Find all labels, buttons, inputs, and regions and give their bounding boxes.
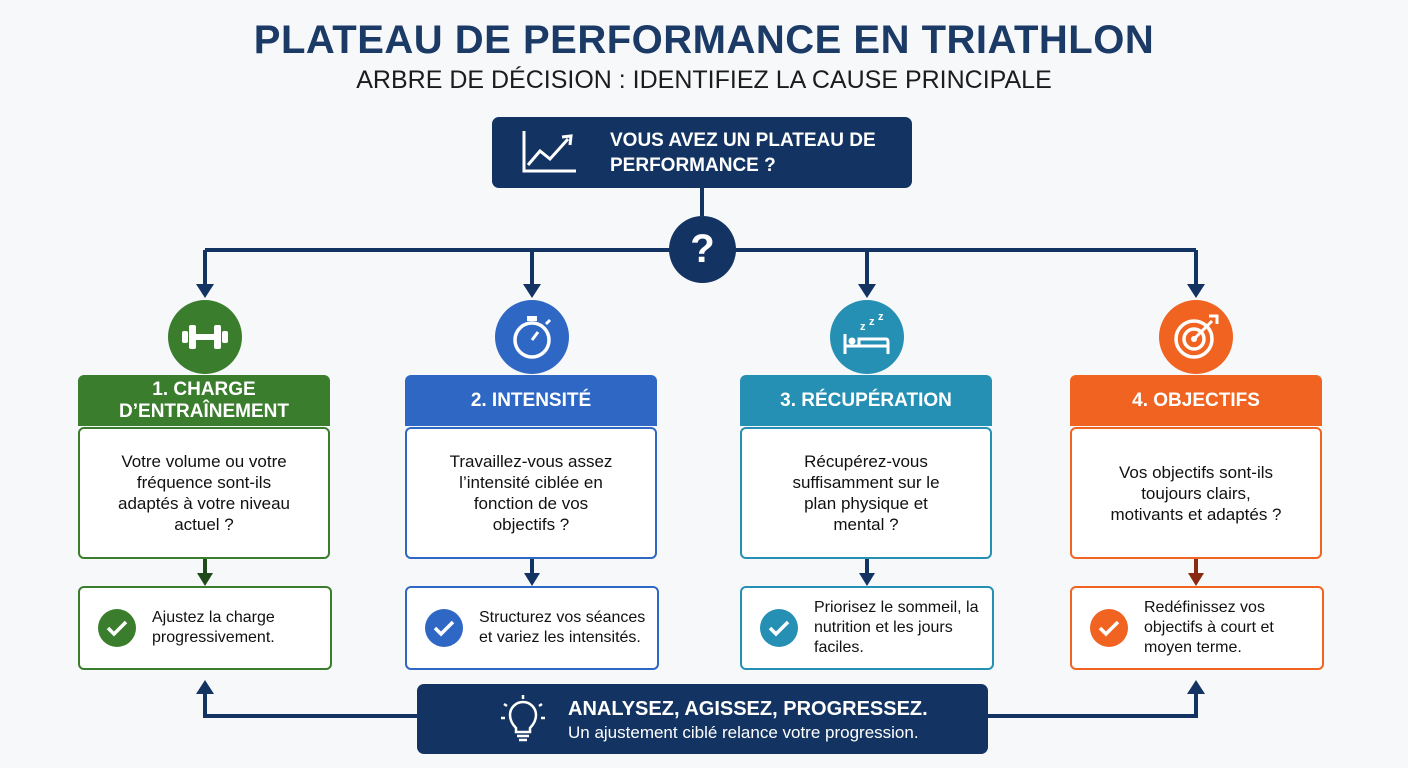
branch-2-question: Travaillez-vous assez l’intensité ciblée… [405,427,657,559]
branch-4-icon-circle [1159,300,1233,374]
check-icon [425,609,463,647]
branch-2-action-box: Structurez vos séances et variez les int… [405,586,659,670]
branch-4-header: 4. OBJECTIFS [1070,375,1322,426]
branch-1-icon-circle [168,300,242,374]
svg-text:z: z [878,311,884,323]
branch-4-question: Vos objectifs sont-ils toujours clairs, … [1070,427,1322,559]
branch-2-icon-circle [495,300,569,374]
branch-3-question: Récupérez-vous suffisamment sur le plan … [740,427,992,559]
branch-3-action: Priorisez le sommeil, la nutrition et le… [814,599,979,656]
dumbbell-icon [182,325,228,349]
footer-box: ANALYSEZ, AGISSEZ, PROGRESSEZ. Un ajuste… [417,684,988,754]
branch-4-action-box: Redéfinissez vos objectifs à court et mo… [1070,586,1324,670]
lightbulb-icon [500,694,546,749]
branch-3-header: 3. RÉCUPÉRATION [740,375,992,426]
branch-1-action-box: Ajustez la charge progressivement. [78,586,332,670]
branch-1-action: Ajustez la charge progressivement. [152,609,275,646]
check-icon [1090,609,1128,647]
page-subtitle: ARBRE DE DÉCISION : IDENTIFIEZ LA CAUSE … [356,66,1052,94]
footer-text: Un ajustement ciblé relance votre progre… [568,723,919,742]
svg-text:z: z [869,316,875,328]
check-icon [98,609,136,647]
footer-headline: ANALYSEZ, AGISSEZ, PROGRESSEZ. [568,698,928,720]
branch-2-action: Structurez vos séances et variez les int… [479,609,646,646]
line-chart-icon [520,129,578,180]
sleep-bed-icon: z z z [843,311,890,354]
svg-text:z: z [860,321,866,333]
stopwatch-icon [513,316,552,359]
branch-2-header: 2. INTENSITÉ [405,375,657,426]
branch-3-action-box: Priorisez le sommeil, la nutrition et le… [740,586,994,670]
target-icon [1174,314,1219,359]
branch-1-header: 1. CHARGE D’ENTRAÎNEMENT [78,375,330,426]
branch-4-action: Redéfinissez vos objectifs à court et mo… [1144,599,1274,656]
branch-3-icon-circle: z z z [830,300,904,374]
root-question-box: VOUS AVEZ UN PLATEAU DE PERFORMANCE ? [492,117,912,188]
branch-1-question: Votre volume ou votre fréquence sont-ils… [78,427,330,559]
question-mark-node: ? [669,216,736,283]
check-icon [760,609,798,647]
page-title: PLATEAU DE PERFORMANCE EN TRIATHLON [253,18,1155,62]
root-question-text: VOUS AVEZ UN PLATEAU DE PERFORMANCE ? [610,130,876,176]
